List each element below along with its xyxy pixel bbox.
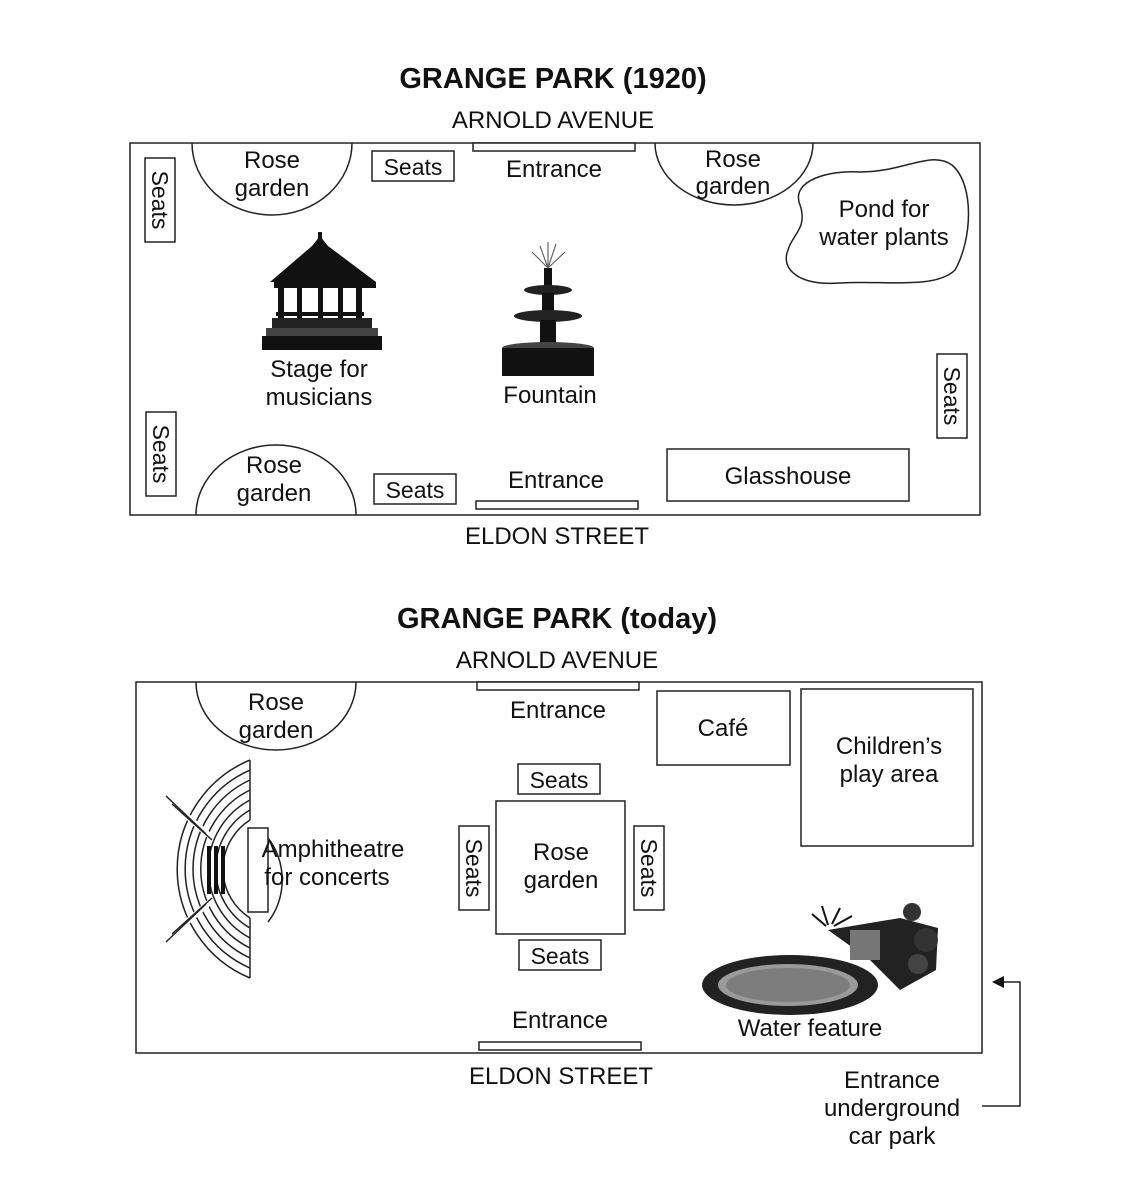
map-title-today: GRANGE PARK (today) [397,603,717,635]
stage-label-line2-1920: musicians [266,384,373,411]
svg-text:garden: garden [235,175,310,202]
gazebo-icon [262,232,382,350]
rose-garden-nw-today: Rose garden [195,681,357,751]
stage-label-line1-1920: Stage for [270,356,367,383]
svg-text:Seats: Seats [530,767,589,793]
seats-north-1920: Seats [371,150,455,182]
rose-garden-sw-1920: Rose garden [195,444,357,516]
svg-text:Children’s: Children’s [836,733,942,760]
entrance-north-label-today: Entrance [510,697,606,724]
car-park-label-line1: Entrance [844,1067,940,1094]
svg-text:Glasshouse: Glasshouse [725,463,852,490]
pond-1920: Pond for water plants [785,159,970,285]
car-park-label-line3: car park [849,1123,937,1150]
svg-text:Seats: Seats [636,839,662,898]
water-feature-label: Water feature [738,1015,883,1042]
seats-south-1920: Seats [373,473,457,505]
seats-south-today: Seats [518,939,602,971]
entrance-gate-south-today [478,1041,642,1051]
svg-text:Seats: Seats [384,154,443,180]
svg-text:play area: play area [840,761,939,788]
seats-east-1920: Seats [936,353,968,439]
fountain-icon [502,242,594,376]
entrance-gate-north-today [476,681,640,691]
svg-text:Seats: Seats [531,943,590,969]
water-feature-icon [702,903,938,1015]
amphitheatre-icon [165,759,283,979]
seats-west-today: Seats [458,825,490,911]
svg-text:Rose: Rose [246,452,302,479]
entrance-south-label-1920: Entrance [508,467,604,494]
fountain-label-1920: Fountain [503,382,596,409]
street-north-today: ARNOLD AVENUE [456,647,658,674]
svg-text:Seats: Seats [386,477,445,503]
svg-text:Rose: Rose [248,689,304,716]
entrance-north-label-1920: Entrance [506,156,602,183]
amphitheatre-label-line2: for concerts [264,864,389,891]
svg-text:Seats: Seats [461,839,487,898]
svg-text:Rose: Rose [705,146,761,173]
svg-text:Rose: Rose [244,147,300,174]
rose-garden-ne-1920: Rose garden [654,142,814,206]
entrance-gate-south-1920 [475,500,639,510]
arrow-icon [982,976,1021,1107]
svg-text:Café: Café [698,715,749,742]
map-title-1920: GRANGE PARK (1920) [399,63,706,95]
svg-text:garden: garden [696,173,771,200]
svg-text:garden: garden [524,867,599,894]
svg-text:garden: garden [239,717,314,744]
street-north-1920: ARNOLD AVENUE [452,107,654,134]
svg-text:Rose: Rose [533,839,589,866]
map-1920: GRANGE PARK (1920) ARNOLD AVENUE ELDON S… [129,63,981,550]
cafe-today: Café [656,690,791,766]
seats-west-upper-1920: Seats [144,157,176,243]
rose-garden-nw-1920: Rose garden [191,142,353,216]
seats-north-today: Seats [517,763,601,795]
seats-west-lower-1920: Seats [145,411,177,497]
play-area-today: Children’s play area [800,688,974,847]
svg-text:Seats: Seats [939,367,965,426]
svg-text:Seats: Seats [148,425,174,484]
map-today: GRANGE PARK (today) ARNOLD AVENUE ELDON … [135,603,1021,1150]
svg-text:Seats: Seats [147,171,173,230]
entrance-south-label-today: Entrance [512,1007,608,1034]
car-park-label-line2: underground [824,1095,960,1122]
svg-text:garden: garden [237,480,312,507]
entrance-gate-north-1920 [472,142,636,152]
glasshouse-1920: Glasshouse [666,448,910,502]
amphitheatre-label-line1: Amphitheatre [262,836,405,863]
seats-east-today: Seats [633,825,665,911]
svg-text:Pond for: Pond for [839,196,930,223]
rose-garden-central-today: Rose garden [495,800,626,935]
svg-text:water plants: water plants [818,224,948,251]
street-south-1920: ELDON STREET [465,523,649,550]
street-south-today: ELDON STREET [469,1063,653,1090]
